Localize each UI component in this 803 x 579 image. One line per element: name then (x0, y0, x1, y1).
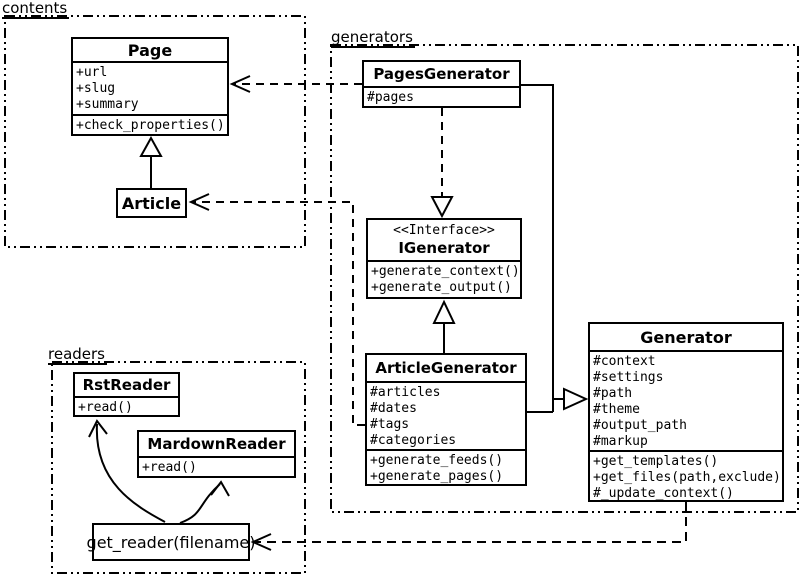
methods-compartment: +read() (75, 398, 178, 416)
dependency-generator-to-getreader (255, 502, 687, 543)
hollow-triangle-icon (139, 135, 163, 157)
method-row: +generate_output() (371, 280, 512, 295)
methods-compartment: +generate_context() +generate_output() (368, 262, 520, 297)
class-box-rstreader: RstReader +read() (73, 372, 180, 417)
attribute-row: #output_path (593, 418, 687, 433)
open-arrowhead-icon (88, 419, 108, 438)
method-row: +read() (142, 460, 197, 475)
hollow-triangle-icon (432, 299, 456, 324)
class-box-mardownreader: MardownReader +read() (137, 430, 296, 478)
class-box-articlegenerator: ArticleGenerator #articles #dates #tags … (365, 353, 527, 486)
attribute-row: #dates (370, 401, 417, 416)
attribute-row: +slug (76, 81, 116, 96)
function-label: get_reader(filename) (86, 532, 256, 552)
method-row: +get_templates() (593, 454, 719, 469)
attributes-compartment: +url +slug +summary (73, 63, 227, 116)
attribute-row: #articles (370, 385, 441, 400)
readers-package-border (51, 361, 306, 574)
attribute-row: #path (593, 386, 633, 401)
attribute-row: #categories (370, 433, 457, 448)
class-box-article: Article (116, 188, 187, 218)
open-arrowhead-icon (210, 480, 230, 497)
attributes-compartment: #context #settings #path #theme #output_… (590, 352, 782, 452)
method-row: +generate_feeds() (370, 453, 504, 468)
attribute-row: +summary (76, 97, 139, 112)
class-box-generator: Generator #context #settings #path #them… (588, 322, 784, 502)
attributes-compartment: #articles #dates #tags #categories (367, 383, 525, 451)
attribute-row: #pages (367, 90, 414, 105)
attribute-row: #context (593, 354, 656, 369)
method-row: +generate_context() (371, 264, 520, 279)
class-name: RstReader (75, 374, 178, 398)
class-name: ArticleGenerator (367, 355, 525, 383)
class-name: PagesGenerator (364, 62, 519, 88)
methods-compartment: +check_properties() (73, 116, 227, 134)
class-name: MardownReader (139, 432, 294, 458)
method-row: +check_properties() (76, 118, 225, 133)
class-box-pagesgenerator: PagesGenerator #pages (362, 60, 521, 108)
package-label-readers: readers (48, 345, 107, 365)
method-row: +get_files(path,exclude) (593, 470, 781, 485)
stereotype-label: <<Interface>> (393, 223, 495, 238)
attribute-row: #tags (370, 417, 410, 432)
package-label-generators: generators (331, 28, 415, 48)
method-row: +generate_pages() (370, 469, 504, 484)
class-box-page: Page +url +slug +summary +check_properti… (71, 37, 229, 136)
function-box-get-reader: get_reader(filename) (86, 523, 256, 561)
open-arrowhead-icon (188, 193, 210, 211)
open-arrowhead-icon (229, 75, 251, 93)
method-row: +read() (78, 400, 133, 415)
class-name: <<Interface>> IGenerator (368, 220, 520, 262)
class-box-igenerator: <<Interface>> IGenerator +generate_conte… (366, 218, 522, 299)
attribute-row: #theme (593, 402, 640, 417)
dependency-articlegenerator-to-article (193, 201, 365, 426)
class-name: Article (121, 193, 182, 213)
contents-package-border (4, 15, 306, 248)
generalization-pagesgenerator-to-generator (521, 84, 554, 412)
attribute-row: #settings (593, 370, 664, 385)
attribute-row: +url (76, 65, 108, 80)
attribute-row: #markup (593, 434, 648, 449)
class-name: Page (73, 39, 227, 63)
class-name: Generator (590, 324, 782, 352)
attributes-compartment: #pages (364, 88, 519, 106)
open-arrowhead-icon (250, 533, 272, 551)
methods-compartment: +generate_feeds() +generate_pages() (367, 451, 525, 485)
method-row: #_update_context() (593, 486, 734, 501)
hollow-triangle-icon (430, 196, 454, 219)
package-label-contents: contents (2, 0, 70, 19)
methods-compartment: +get_templates() +get_files(path,exclude… (590, 452, 782, 502)
methods-compartment: +read() (139, 458, 294, 476)
hollow-triangle-icon (563, 387, 589, 411)
class-name-text: IGenerator (398, 239, 490, 257)
arrow-getreader-to-rstreader (95, 423, 166, 523)
